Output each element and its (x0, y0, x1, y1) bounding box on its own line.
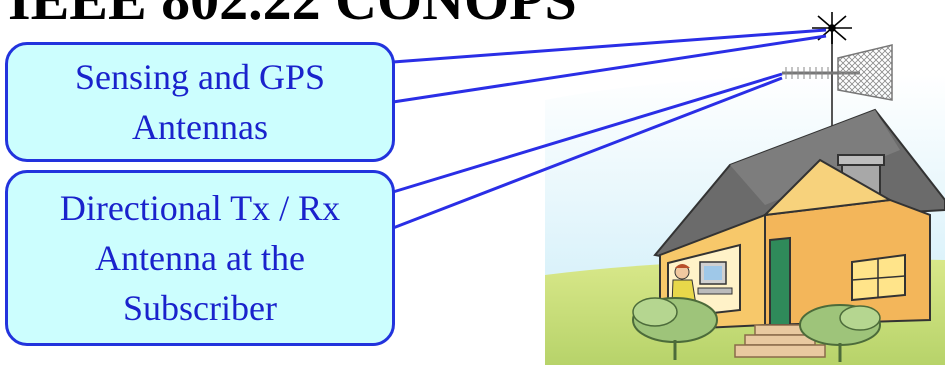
leader-line-directional-top (392, 72, 783, 194)
callout-sensing-line1: Sensing and GPS (74, 57, 326, 97)
left-bush (632, 297, 718, 360)
right-bush (799, 304, 881, 362)
directional-antenna-icon (782, 44, 893, 101)
sensing-antenna-icon (812, 12, 852, 44)
leader-line-sensing-bottom (392, 34, 827, 104)
callout-directional-line1: Directional Tx / Rx (59, 188, 341, 228)
callout-sensing-antennas: Sensing and GPS Antennas (5, 42, 395, 162)
slide-title: IEEE 802.22 CONOPS (8, 0, 577, 33)
callout-directional-antenna: Directional Tx / Rx Antenna at the Subsc… (5, 170, 395, 346)
callout-directional-line2: Antenna at the (95, 238, 305, 278)
front-steps (734, 324, 826, 358)
callout-directional-line3: Subscriber (123, 288, 277, 328)
house-side-window (851, 253, 906, 302)
house-door (769, 236, 791, 326)
leader-line-directional-bottom (392, 76, 783, 230)
leader-lines (392, 28, 827, 230)
callout-sensing-line2: Antennas (132, 107, 268, 147)
leader-line-sensing-top (392, 28, 827, 64)
